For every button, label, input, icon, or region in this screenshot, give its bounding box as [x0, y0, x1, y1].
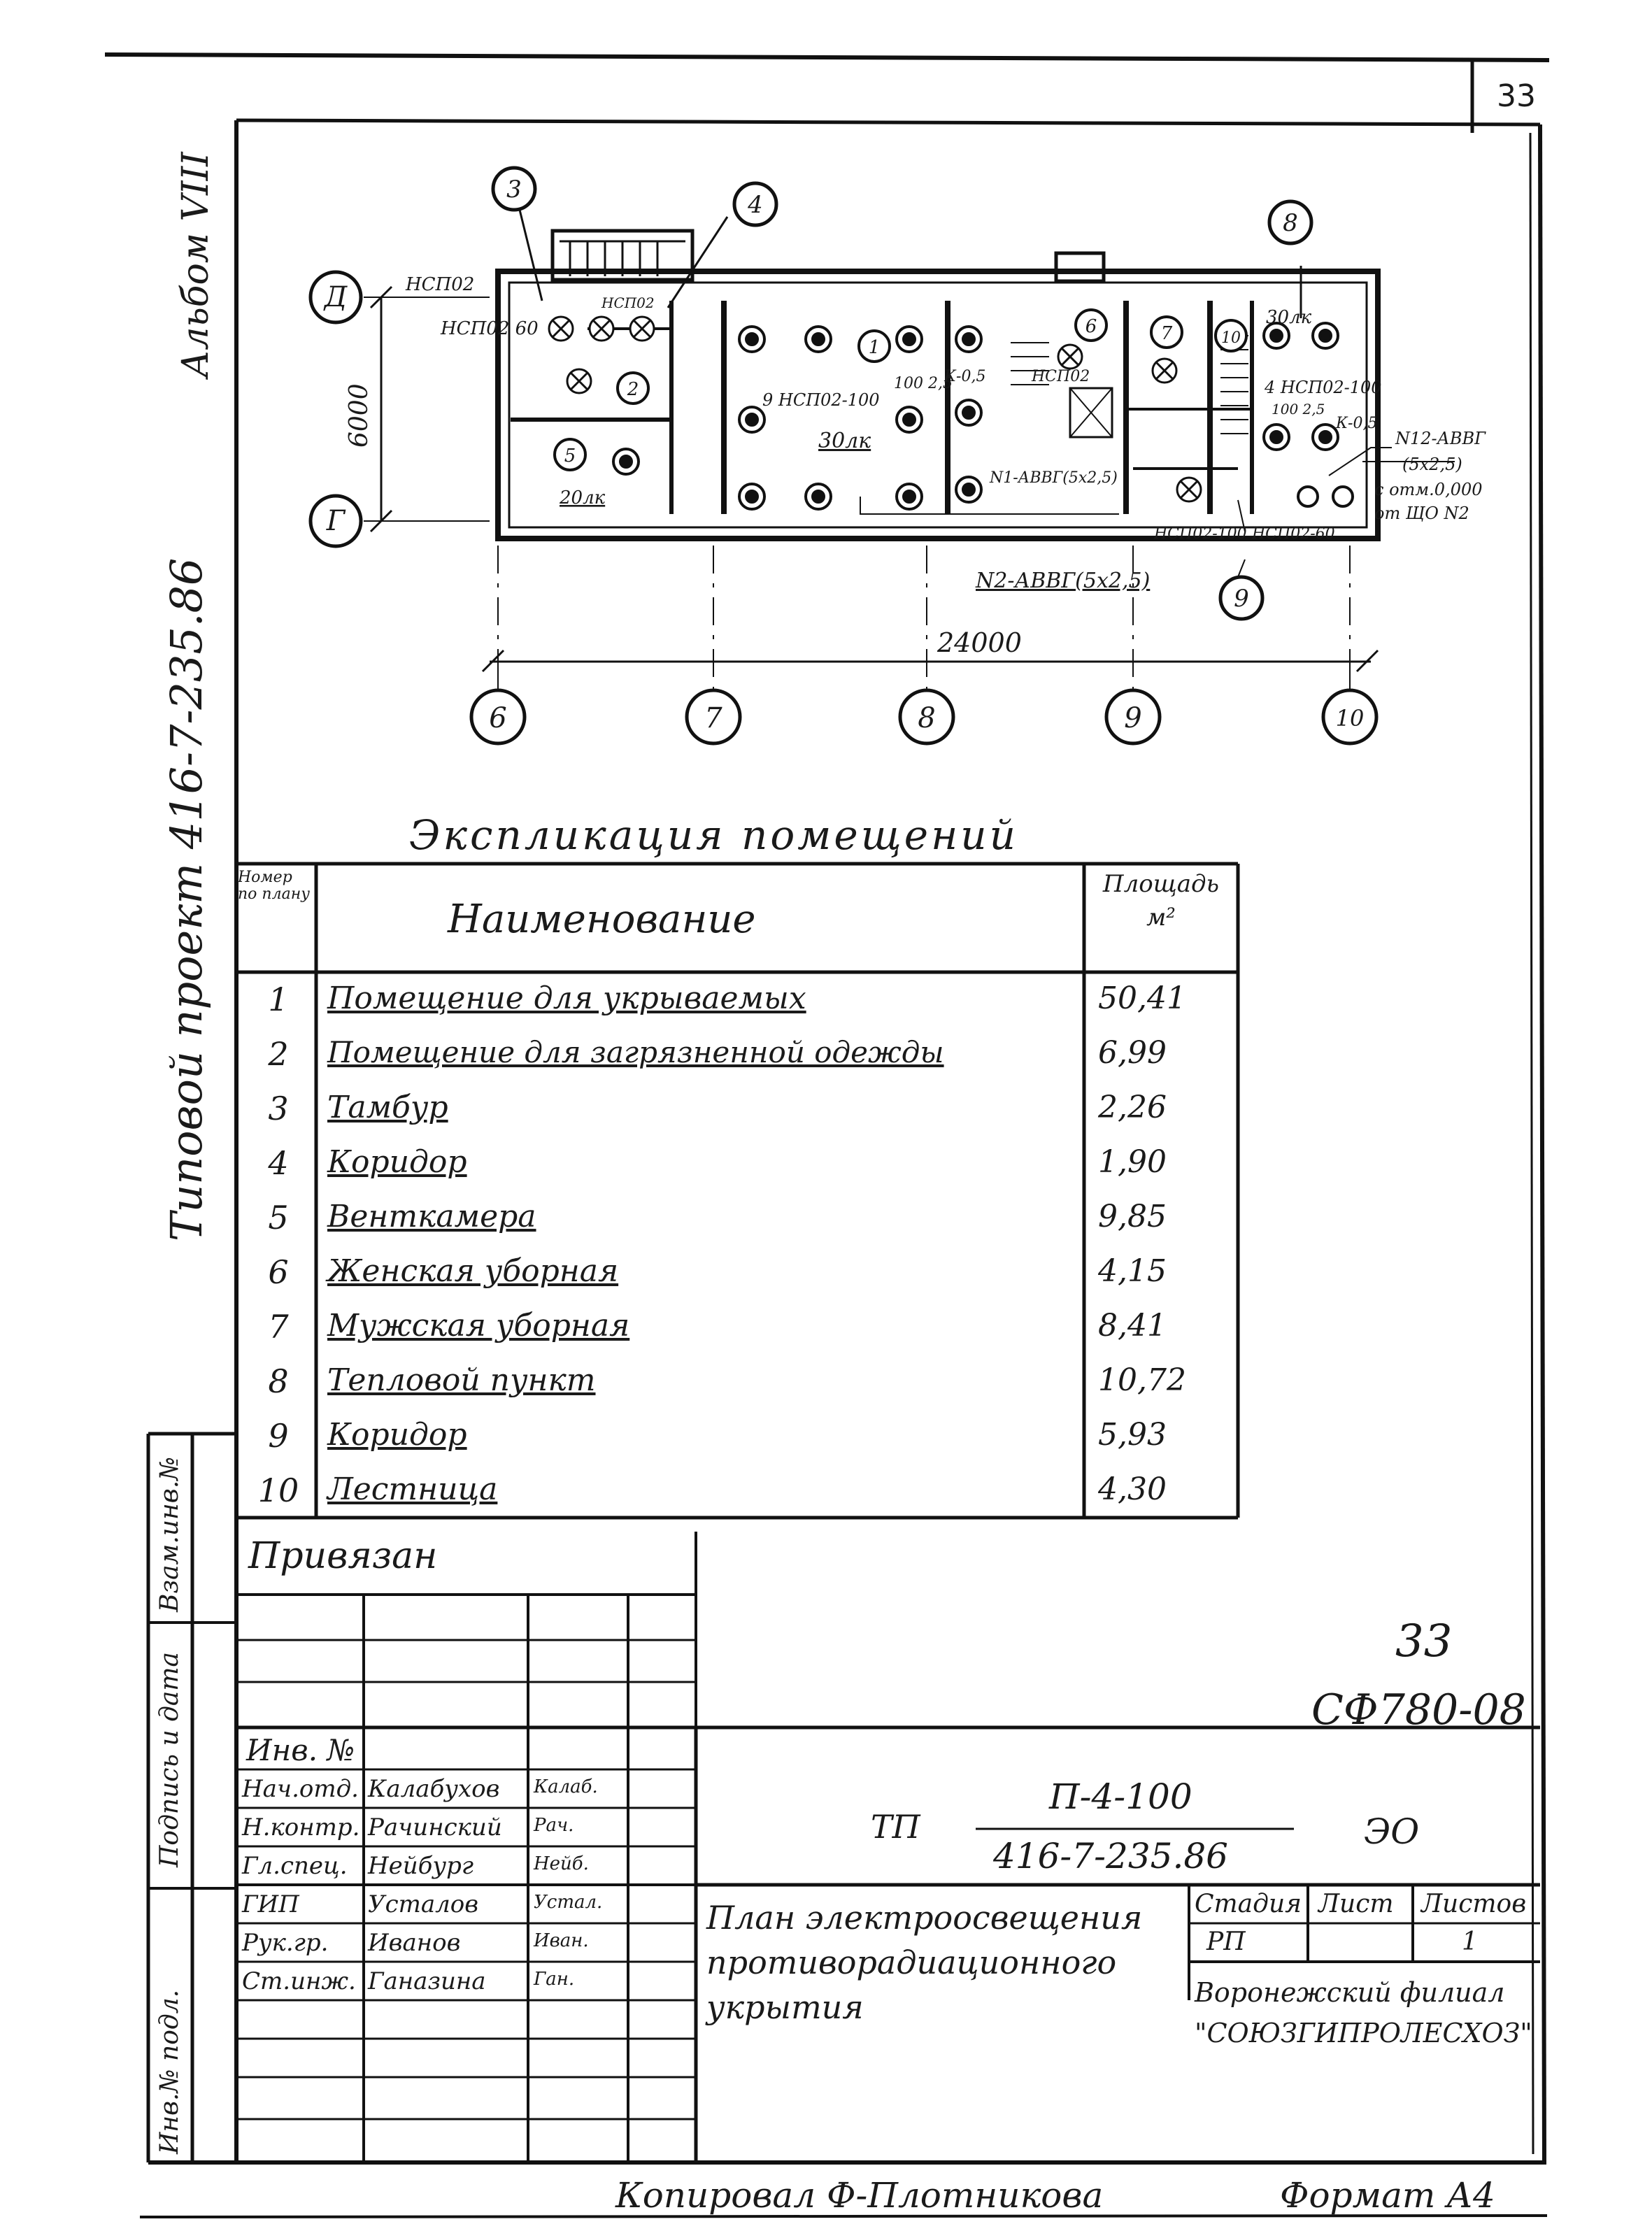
list-item: ГИП Усталов Устал.: [242, 1890, 603, 1918]
code-top: П-4-100: [1049, 1776, 1192, 1817]
signature-list: Нач.отд. Калабухов Калаб. Н.контр. Рачин…: [236, 1769, 698, 2000]
label-lux-main: 30лк: [818, 429, 871, 453]
signature-mark: Иван.: [534, 1930, 589, 1951]
label-ncp02-top: НСП02: [405, 274, 474, 295]
room-num-5: 5: [564, 446, 576, 466]
grid-col-7: 7: [704, 702, 722, 734]
explication-header-num: Номер по плану: [238, 869, 310, 903]
label-lux-20: 20лк: [559, 487, 606, 508]
footer-format: Формат А4: [1280, 2175, 1495, 2216]
explication-title: Экспликация помещений: [409, 811, 1018, 859]
room-num-6: 6: [1085, 316, 1097, 337]
dimension-24000: 24000: [937, 627, 1022, 658]
footer-copied: Копировал Ф-Плотникова: [615, 2175, 1104, 2216]
table-row: 1 Помещение для укрываемых 50,41: [268, 981, 1186, 1018]
organization: Воронежский филиал "СОЮЗГИПРОЛЕСХОЗ": [1195, 1977, 1532, 2048]
inv-no-label: Инв. №: [246, 1733, 355, 1767]
table-row: 8 Тепловой пункт 10,72: [268, 1362, 1186, 1400]
grid-col-8: 8: [918, 702, 935, 734]
sheets-label: Листов: [1421, 1890, 1527, 1918]
label-lamps-main: 9 НСП02-100: [762, 390, 880, 410]
label-cable-out-1: N12-АВВГ: [1395, 429, 1486, 448]
label-k05-a: К-0,5: [944, 368, 985, 385]
stage-label: Стадия: [1195, 1890, 1302, 1918]
grid-col-10: 10: [1336, 705, 1365, 732]
callout-4: 4: [747, 191, 763, 219]
table-row: 9 Коридор 5,93: [268, 1417, 1167, 1455]
table-row: 4 Коридор 1,90: [268, 1144, 1167, 1182]
signature-mark: Рач.: [534, 1815, 574, 1836]
grid-row-g: Г: [326, 505, 346, 537]
signature-mark: Нейб.: [534, 1853, 589, 1874]
list-item: Нач.отд. Калабухов Калаб.: [242, 1775, 598, 1803]
sheet-number-mid: 33: [1395, 1616, 1453, 1667]
callout-3: 3: [506, 176, 522, 204]
drawing-mark: ЭО: [1364, 1811, 1420, 1852]
sheet-label: Лист: [1318, 1890, 1394, 1918]
label-lux-30-right: 30лк: [1266, 307, 1312, 328]
stamp-inv-podl: Инв.№ подл.: [155, 1989, 184, 2154]
table-row: 2 Помещение для загрязненной одежды 6,99: [268, 1035, 1167, 1073]
table-row: 6 Женская уборная 4,15: [268, 1253, 1167, 1291]
grid-col-6: 6: [489, 702, 506, 734]
explication-header-name: Наименование: [448, 897, 756, 942]
label-ncp02-small: НСП02: [601, 294, 655, 311]
label-cable-out-3: с отм.0,000: [1374, 480, 1483, 499]
list-item: Н.контр. Рачинский Рач.: [242, 1813, 574, 1841]
sheets-value: 1: [1462, 1927, 1478, 1956]
room-num-10: 10: [1221, 329, 1241, 347]
stage-value: РП: [1206, 1927, 1246, 1956]
label-ratio-main: 100 2,5: [894, 375, 953, 392]
label-ratio-right: 100 2,5: [1272, 401, 1325, 418]
label-lamps-right: 4 НСП02-100: [1264, 378, 1382, 397]
label-ncp02-wc: НСП02: [1031, 368, 1090, 385]
code-bottom: 416-7-235.86: [993, 1836, 1228, 1876]
room-num-1: 1: [869, 337, 881, 358]
explication-header-area: Площадь м²: [1102, 870, 1220, 932]
signature-mark: Калаб.: [534, 1776, 598, 1797]
list-item: Рук.гр. Иванов Иван.: [242, 1929, 589, 1957]
table-row: 7 Мужская уборная 8,41: [268, 1308, 1167, 1346]
dimension-6000: 6000: [345, 383, 373, 448]
label-cable-out-2: (5x2,5): [1402, 455, 1462, 474]
signature-mark: Ган.: [534, 1969, 575, 1990]
label-lamp-60: НСП02-60: [1251, 525, 1335, 543]
label-n2-cable: N2-АВВГ(5x2,5): [975, 569, 1150, 593]
label-lamp-100: НСП02-100: [1153, 525, 1247, 543]
callout-9: 9: [1234, 585, 1249, 613]
drawing-title: План электроосвещения противорадиационно…: [706, 1899, 1143, 2026]
explication-rows: 1 Помещение для укрываемых 50,41 2 Помещ…: [236, 972, 1238, 1518]
room-num-7: 7: [1161, 323, 1173, 344]
label-n1-cable: N1-АВВГ(5x2,5): [989, 469, 1118, 487]
tp-label: ТП: [871, 1808, 920, 1846]
label-k05-b: К-0,5: [1335, 415, 1377, 432]
grid-col-9: 9: [1124, 702, 1141, 734]
stamp-signature-date: Подпись и дата: [155, 1652, 184, 1867]
room-num-2: 2: [627, 379, 639, 400]
stamp-vzam-inv: Взам.инв.№: [155, 1456, 184, 1612]
list-item: Гл.спец. Нейбург Нейб.: [242, 1852, 589, 1880]
archive-code: СФ780-08: [1311, 1685, 1526, 1734]
label-cable-out-4: от ЩО N2: [1374, 504, 1469, 523]
table-row: 10 Лестница 4,30: [257, 1471, 1167, 1509]
list-item: Ст.инж. Ганазина Ган.: [242, 1967, 575, 1995]
grid-row-d: Д: [323, 281, 348, 313]
callout-8: 8: [1283, 209, 1298, 237]
binding-label: Привязан: [248, 1535, 438, 1577]
table-row: 5 Венткамера 9,85: [268, 1199, 1167, 1236]
signature-mark: Устал.: [534, 1892, 603, 1913]
table-row: 3 Тамбур 2,26: [268, 1090, 1167, 1127]
label-ncp02-60: НСП02 60: [440, 318, 539, 339]
sheet-number-top: 33: [1497, 78, 1536, 114]
